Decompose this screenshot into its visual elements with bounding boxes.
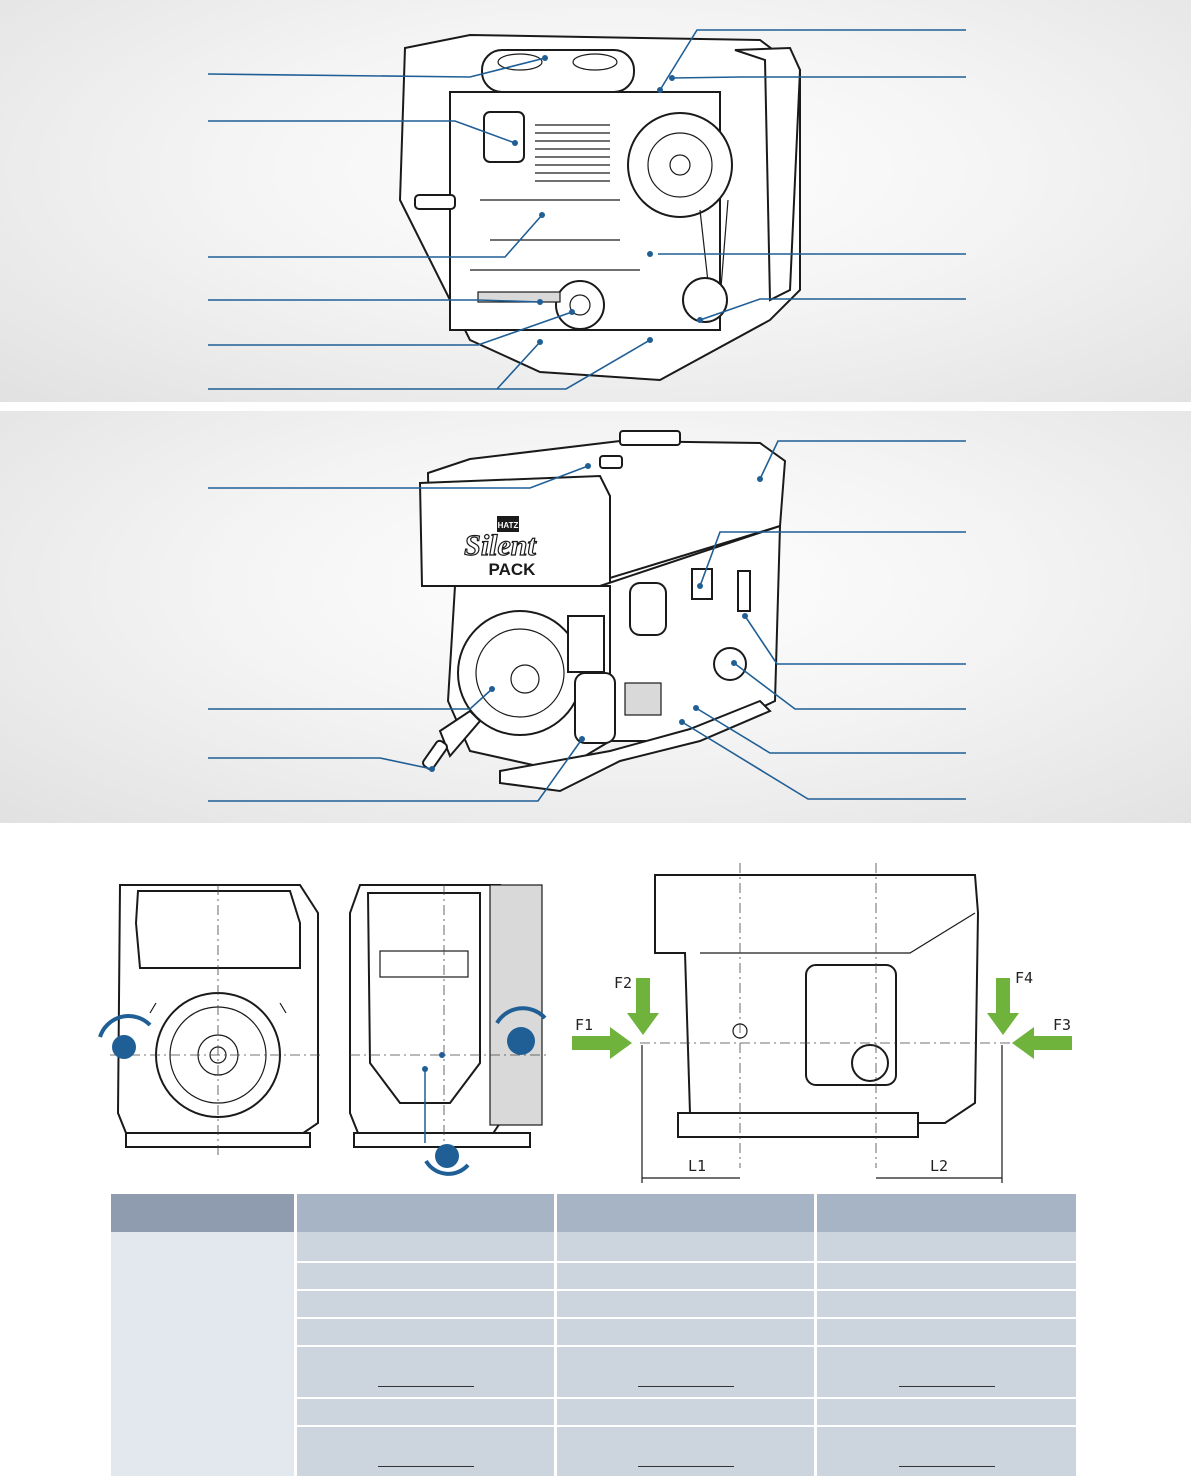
table-cell: [554, 1232, 816, 1262]
table-row: [111, 1232, 1076, 1476]
table-cell: [814, 1289, 1076, 1318]
table-cell: [554, 1289, 816, 1318]
side-view-drawing: L1 L2 F1 F2 F3 F4: [572, 863, 1072, 1183]
rear-view-drawing: [349, 884, 548, 1176]
table-row: [111, 1397, 1076, 1426]
engine-open-view-panel: [0, 0, 1191, 402]
table-cell-fraction: [554, 1345, 816, 1398]
force-arrow-f2: [627, 978, 659, 1035]
rotation-marker-bottom: [435, 1144, 459, 1168]
engine-silentpack-view-panel: HATZ Silent PACK: [0, 411, 1191, 823]
leader-lines-right-mid: [679, 440, 966, 800]
engine-open-drawing: [398, 33, 802, 382]
leader-lines-left-mid: [208, 463, 591, 802]
table-cell: [554, 1317, 816, 1346]
fraction-rule: [898, 1385, 995, 1387]
force-label-f4: F4: [1015, 969, 1033, 987]
table-row: [111, 1425, 1076, 1476]
dimension-diagram: L1 L2 F1 F2 F3 F4: [98, 863, 1072, 1183]
table-row: [111, 1345, 1076, 1398]
spec-table-header-cell: [111, 1194, 296, 1232]
dimension-diagram-panel: L1 L2 F1 F2 F3 F4: [0, 823, 1191, 1476]
hatz-logo-plate: [497, 516, 519, 532]
spec-table-header: [111, 1194, 1076, 1232]
fraction-rule: [637, 1385, 734, 1387]
front-view-drawing: [98, 884, 320, 1158]
force-label-f3: F3: [1053, 1016, 1071, 1034]
engine-silentpack-illustration: HATZ Silent PACK: [208, 430, 966, 802]
table-row: [111, 1261, 1076, 1290]
table-cell: [814, 1317, 1076, 1346]
silent-badge-word: Silent: [464, 529, 537, 562]
table-cell: [294, 1397, 556, 1426]
rotation-marker-rear: [507, 1027, 535, 1055]
spec-table-header-cell: [294, 1194, 556, 1232]
table-cell: [814, 1397, 1076, 1426]
spec-table: [111, 1194, 1076, 1476]
table-cell: [814, 1261, 1076, 1290]
leader-lines-right: [647, 29, 966, 323]
force-arrow-f1: [572, 1027, 632, 1059]
fraction-rule: [377, 1466, 474, 1468]
fraction-rule: [898, 1466, 995, 1468]
rotation-marker-front: [112, 1035, 136, 1059]
dimension-label-l1: L1: [688, 1157, 706, 1175]
table-cell: [294, 1261, 556, 1290]
table-cell: [814, 1232, 1076, 1262]
force-label-f1: F1: [575, 1016, 593, 1034]
table-cell: [554, 1261, 816, 1290]
spec-table-header-cell: [554, 1194, 816, 1232]
hatz-logo-text: HATZ: [498, 521, 519, 530]
spec-table-header-cell: [814, 1194, 1076, 1232]
fraction-rule: [637, 1466, 734, 1468]
table-row-label-cell: [111, 1232, 296, 1476]
table-cell-fraction: [814, 1345, 1076, 1398]
table-row: [111, 1289, 1076, 1318]
table-cell: [294, 1289, 556, 1318]
engine-open-illustration: [207, 29, 966, 390]
silentpack-drawing: HATZ Silent PACK: [418, 430, 787, 793]
dimension-label-l2: L2: [930, 1157, 948, 1175]
table-cell-fraction: [554, 1425, 816, 1476]
force-label-f2: F2: [614, 974, 632, 992]
leader-lines-left: [207, 55, 653, 390]
table-row: [111, 1317, 1076, 1346]
force-arrow-f4: [987, 978, 1019, 1035]
table-cell: [294, 1232, 556, 1262]
table-cell: [554, 1397, 816, 1426]
table-cell: [294, 1317, 556, 1346]
pack-badge-word: PACK: [489, 560, 537, 579]
table-cell-fraction: [814, 1425, 1076, 1476]
table-cell-fraction: [294, 1345, 556, 1398]
fraction-rule: [377, 1385, 474, 1387]
table-cell-fraction: [294, 1425, 556, 1476]
force-arrow-f3: [1012, 1027, 1072, 1059]
